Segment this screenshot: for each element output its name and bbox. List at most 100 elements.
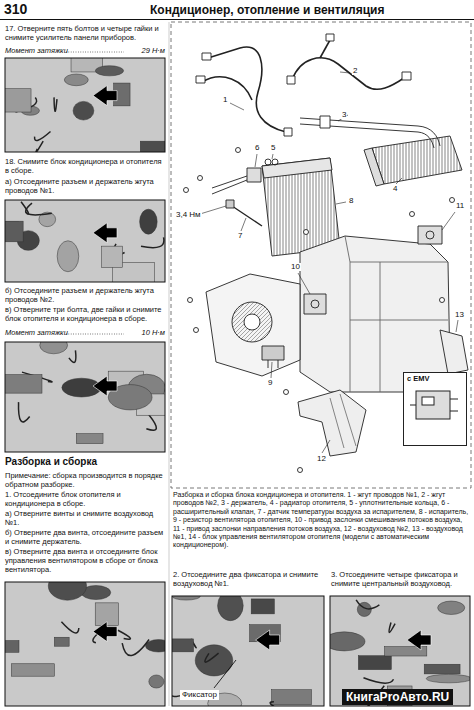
- photo: [214, 660, 236, 688]
- expansion-valve: [265, 159, 271, 165]
- callout-number: 13: [454, 311, 465, 319]
- photo: [363, 678, 393, 683]
- photo: [272, 690, 312, 705]
- callout-number: 1: [222, 96, 228, 104]
- housing: [206, 274, 300, 376]
- screw: [184, 188, 189, 193]
- photo: [389, 622, 395, 632]
- wire-harness: [284, 128, 292, 136]
- actuator: [304, 294, 326, 314]
- photo: [26, 203, 52, 215]
- callout-number: 5: [270, 144, 276, 152]
- step-text: 2. Отсоедините два фиксатора и снимите в…: [173, 570, 323, 588]
- callout-number: 11: [455, 202, 465, 210]
- photo: [48, 582, 86, 600]
- photo: [102, 246, 123, 267]
- air-duct: [440, 330, 468, 374]
- photo: [270, 702, 294, 706]
- step-text: в) Отверните три болта, две гайки и сним…: [5, 305, 165, 323]
- control-module: [416, 391, 450, 419]
- control-module: [404, 385, 466, 431]
- page-number: 310: [4, 1, 27, 18]
- section-heading: Разборка и сборка: [5, 456, 97, 468]
- step-text: а) Отсоедините разъем и держатель жгута …: [5, 177, 165, 195]
- photo: [0, 57, 471, 710]
- photo: [54, 637, 69, 646]
- air-duct: [298, 330, 468, 456]
- photo: [205, 653, 219, 662]
- photo: [21, 202, 28, 214]
- callout-number: 10: [290, 263, 301, 271]
- wire-harness: [196, 34, 411, 136]
- photo: [5, 58, 165, 152]
- photo: [93, 223, 117, 243]
- screw: [236, 148, 241, 153]
- torque-label: Момент затяжки: [5, 46, 68, 55]
- photo: [5, 342, 165, 452]
- photo: [141, 237, 164, 247]
- photo: [5, 582, 165, 706]
- photo: [140, 141, 165, 152]
- figure-caption: Разборка и сборка блока кондиционера и о…: [173, 491, 469, 550]
- resistor: [262, 346, 284, 368]
- photo: [54, 97, 57, 111]
- screw: [188, 298, 193, 303]
- leader-line: [340, 72, 350, 73]
- screw: [194, 328, 199, 333]
- resistor: [262, 346, 284, 360]
- housing: [232, 302, 272, 342]
- temp-sensor: [226, 200, 234, 208]
- screw: [298, 468, 303, 473]
- photo: [93, 376, 117, 396]
- photo: [93, 622, 117, 642]
- photo: [11, 664, 54, 676]
- callout-number: 3: [341, 111, 347, 119]
- photo: [61, 622, 78, 633]
- photo: [95, 66, 123, 76]
- screw: [304, 230, 309, 235]
- column-rule: [169, 22, 170, 706]
- photo: [358, 656, 391, 670]
- housing: [300, 236, 450, 392]
- photo: [149, 675, 164, 688]
- step-text: 17. Отверните пять болтов и четыре гайки…: [5, 24, 165, 42]
- photo: [118, 630, 130, 639]
- leader-line: [200, 72, 458, 453]
- step-text: 1. Отсоедините блок отопителя и кондицио…: [5, 490, 165, 508]
- temp-sensor: [226, 200, 262, 226]
- wire-harness: [402, 72, 411, 80]
- photo: [256, 630, 280, 650]
- photo: [426, 674, 470, 682]
- heater-core: [364, 148, 384, 186]
- callout-number: 12: [316, 455, 327, 463]
- torque-value: 10 Н·м: [125, 328, 165, 337]
- photo: [5, 375, 42, 394]
- control-module: [422, 397, 434, 405]
- diagram-frame: [171, 22, 471, 488]
- photo: [172, 596, 324, 706]
- photo: [64, 74, 88, 86]
- photo: [36, 141, 43, 152]
- photo: [330, 632, 365, 651]
- part-label: Фиксатор: [180, 690, 219, 700]
- photo: [5, 200, 165, 282]
- callout-number: 7: [237, 232, 243, 240]
- expansion-valve: [212, 176, 247, 194]
- heater-core: [372, 136, 462, 184]
- photo: [73, 101, 94, 120]
- callout-number: 6: [254, 144, 260, 152]
- leader-line: [230, 103, 244, 110]
- callout-number: 4: [392, 185, 398, 193]
- leader-line: [336, 202, 346, 204]
- leader-line: [322, 440, 330, 453]
- actuator: [418, 226, 442, 244]
- photo: [122, 639, 149, 655]
- photo: [330, 596, 470, 706]
- photo: [18, 402, 29, 422]
- inset-box: с EMV: [403, 372, 467, 446]
- leader-line: [442, 212, 455, 230]
- leader-line: [456, 320, 458, 332]
- step-text: 18. Снимите блок кондиционера и отопител…: [5, 157, 165, 175]
- photo: [218, 596, 244, 621]
